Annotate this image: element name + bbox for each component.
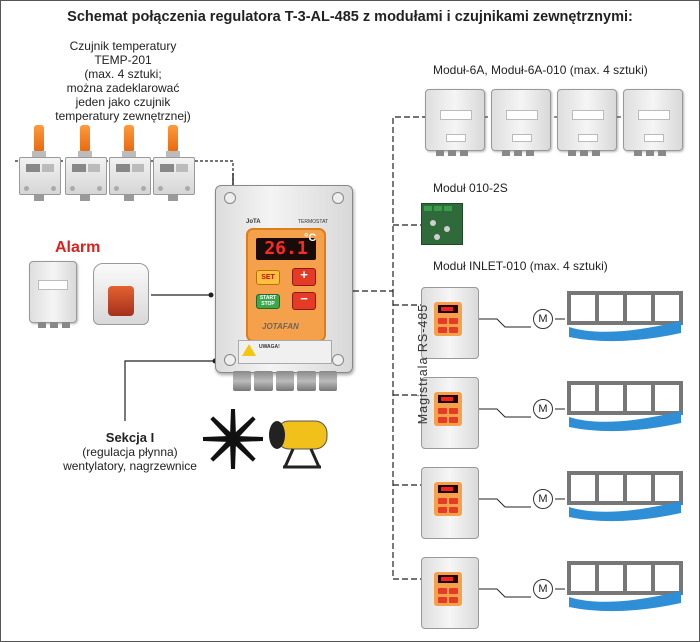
alarm-label: Alarm xyxy=(55,239,101,256)
sensor-label-line-6: temperatury zewnętrznej) xyxy=(55,109,191,123)
temperature-display: 26.1 xyxy=(256,238,316,260)
motor-icon: M xyxy=(533,399,553,419)
warning-icon xyxy=(242,344,256,356)
temperature-unit: °C xyxy=(304,232,317,244)
module-6a-label: Moduł-6A, Moduł-6A-010 (max. 4 sztuki) xyxy=(433,63,648,77)
temperature-sensor xyxy=(153,125,195,201)
sensor-label-line-5: jeden jako czujnik xyxy=(75,95,171,109)
controller-panel: 26.1 °C SET + START STOP − xyxy=(246,228,326,342)
motor-icon: M xyxy=(533,489,553,509)
module-010-2s-label: Moduł 010-2S xyxy=(433,181,508,195)
temperature-sensor xyxy=(65,125,107,201)
plus-button[interactable]: + xyxy=(292,268,316,286)
module-6a xyxy=(491,89,551,156)
inlet-module xyxy=(421,467,479,539)
rs485-main xyxy=(353,116,425,292)
sensor-label-line-2: TEMP-201 xyxy=(94,53,152,67)
section-line-2: wentylatory, nagrzewnice xyxy=(63,459,197,473)
sensor-label-line-3: (max. 4 sztuki; xyxy=(84,67,162,81)
air-inlet-flap-icon xyxy=(567,561,683,612)
module-010-2s-board xyxy=(421,203,463,245)
warning-sticker: UWAGA! xyxy=(238,340,332,364)
module-inlet-label: Moduł INLET-010 (max. 4 sztuki) xyxy=(433,259,608,273)
sensor-label-line-4: można zadeklarować xyxy=(66,81,180,95)
motor-icon: M xyxy=(533,309,553,329)
controller-brand: JOTAFAN xyxy=(262,322,299,331)
warning-title: UWAGA! xyxy=(259,344,280,350)
alarm-module xyxy=(29,261,77,328)
sensor-label: Czujnik temperatury TEMP-201 (max. 4 szt… xyxy=(43,39,203,123)
inlet-module xyxy=(421,557,479,629)
motor-icon: M xyxy=(533,579,553,599)
fan-icon xyxy=(203,409,263,469)
heater-icon xyxy=(269,420,328,469)
air-inlet-flap-icon xyxy=(567,291,683,342)
rs485-bus-label: Magistrala RS-485 xyxy=(416,303,430,425)
controller-top-text: TERMOSTAT xyxy=(298,219,329,225)
inlet-module xyxy=(421,377,479,449)
section-label: Sekcja I (regulacja płynna) wentylatory,… xyxy=(55,430,205,474)
inlet-module xyxy=(421,287,479,359)
diagram-title: Schemat połączenia regulatora T-3-AL-485… xyxy=(67,9,633,25)
set-button[interactable]: SET xyxy=(256,270,280,285)
section-title: Sekcja I xyxy=(105,430,155,445)
section-line-1: (regulacja płynna) xyxy=(82,445,178,459)
module-6a xyxy=(557,89,617,156)
section-wire xyxy=(124,360,215,421)
module-6a xyxy=(425,89,485,156)
controller-top-brand: JoTA xyxy=(246,219,261,225)
minus-button[interactable]: − xyxy=(292,292,316,310)
siren-icon xyxy=(93,263,149,325)
temperature-sensor xyxy=(19,125,61,201)
sensor-label-line-1: Czujnik temperatury xyxy=(69,39,177,53)
air-inlet-flap-icon xyxy=(567,471,683,522)
cable-glands xyxy=(233,371,338,391)
controller-t3-al-485: JoTA TERMOSTAT 26.1 °C SET + START STOP … xyxy=(215,185,353,373)
air-inlet-flap-icon xyxy=(567,381,683,432)
module-6a xyxy=(623,89,683,156)
start-stop-button[interactable]: START STOP xyxy=(256,294,280,309)
temperature-sensor xyxy=(109,125,151,201)
